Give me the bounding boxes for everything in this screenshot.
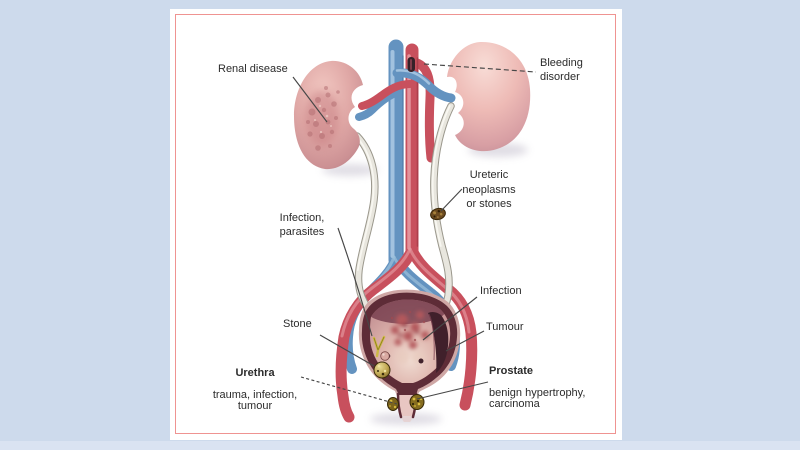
- aorta: [335, 43, 478, 423]
- label-prostate-title: Prostate: [489, 365, 534, 377]
- pointer-stone: [319, 334, 375, 367]
- left-kidney: [294, 60, 363, 170]
- left-ureter: [353, 132, 379, 315]
- ureters: [353, 102, 455, 315]
- label-urethra-title: Urethra: [235, 367, 275, 379]
- pointer-infection: [422, 296, 478, 341]
- pointer-infection-parasites: [337, 227, 373, 337]
- pointer-renal-disease: [292, 76, 328, 123]
- pointer-prostate: [416, 381, 489, 400]
- label-bleeding-disorder: Bleeding disorder: [540, 57, 583, 83]
- label-infection-parasites: Infection, parasites: [279, 212, 325, 238]
- ureteric-orifice-right: [418, 358, 424, 364]
- pointer-ureteric: [440, 188, 463, 212]
- label-stone: Stone: [283, 318, 312, 330]
- label-ureteric-neoplasms: Ureteric neoplasms or stones: [462, 169, 516, 210]
- label-renal-disease: Renal disease: [218, 63, 288, 75]
- pointer-bleeding-disorder: [423, 63, 537, 73]
- pointer-tumour: [445, 330, 485, 352]
- bleeding-site: [407, 57, 415, 72]
- right-kidney: [447, 41, 531, 152]
- background-bottom-strip: [0, 441, 800, 450]
- pointer-urethra: [300, 376, 398, 405]
- bladder-polyp: [380, 351, 390, 361]
- label-tumour: Tumour: [486, 321, 524, 333]
- panel-border: [175, 14, 616, 434]
- bladder-stone-crystal: [372, 335, 386, 358]
- bladder-stone: [373, 361, 391, 379]
- label-prostate-sub: benign hypertrophy, carcinoma: [489, 387, 586, 410]
- label-prostate: Prostate benign hypertrophy, carcinoma: [489, 355, 585, 410]
- right-ureter: [430, 102, 455, 314]
- label-infection: Infection: [480, 285, 522, 297]
- label-urethra-sub: trauma, infection, tumour: [212, 389, 298, 412]
- bladder: [358, 289, 461, 422]
- ureteric-stone: [430, 207, 446, 221]
- label-urethra: Urethra trauma, infection, tumour: [203, 357, 307, 412]
- pointer-lines: [292, 63, 537, 405]
- renal-vessels: [355, 68, 456, 121]
